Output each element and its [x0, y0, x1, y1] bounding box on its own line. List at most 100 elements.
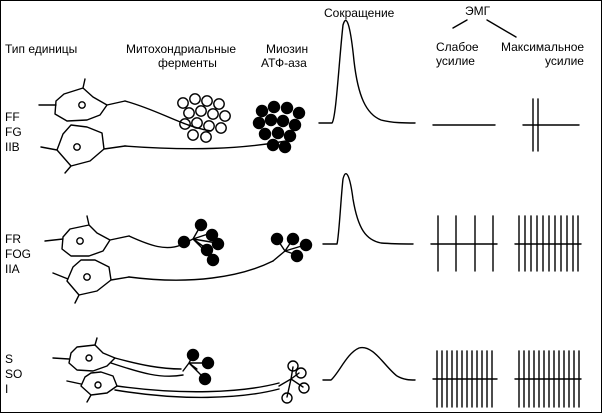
row3-label-i: I: [5, 382, 8, 396]
row2-label-iia: IIA: [5, 262, 20, 276]
row1-nucleus-a: [78, 101, 86, 109]
row2-twitch-curve: [322, 173, 414, 245]
row3-neuron-b: [66, 371, 118, 403]
mito-fiber-filled: [177, 235, 191, 249]
mito-fiber-filled: [186, 348, 200, 362]
row2-label-fr: FR: [5, 232, 21, 246]
header-myosin-line1: Миозин: [266, 42, 308, 56]
header-mito-line2: ферменты: [158, 56, 217, 70]
myosin-fiber-open: [298, 382, 310, 394]
header-myosin-line2: АТФ-аза: [261, 56, 307, 70]
row1-label-iib: IIB: [5, 140, 20, 154]
mito-fiber-open: [207, 108, 219, 120]
myosin-fiber-filled: [267, 100, 281, 114]
myosin-fiber-open: [295, 367, 307, 379]
row1-axon-a: [124, 100, 212, 132]
row3-label-so: SO: [5, 367, 22, 381]
row3-myosin-cluster: [281, 360, 310, 404]
myosin-fiber-open: [287, 360, 299, 372]
mito-fiber-open: [191, 117, 203, 129]
row2-motoneurons: [44, 215, 130, 304]
row2-myosin-cluster: [270, 232, 313, 263]
row2-axon-a: [128, 235, 182, 249]
row3-neuron-a: [52, 337, 116, 372]
mito-fiber-open: [189, 93, 201, 105]
row3-twitch-curve: [322, 346, 416, 381]
mito-fiber-open: [195, 105, 207, 117]
row1-emg-max: [522, 98, 580, 152]
row3-axon-a-upper: [114, 357, 182, 370]
row2-neuron-b: [52, 259, 130, 304]
myosin-fiber-open: [281, 392, 293, 404]
mito-fiber-open: [179, 118, 191, 130]
row3-axon-b-lower: [114, 388, 280, 399]
mito-fiber-open: [201, 95, 213, 107]
myosin-fiber-filled: [299, 238, 313, 252]
row1-neuron-a: [38, 78, 126, 122]
row1-nucleus-b: [73, 143, 81, 151]
myosin-fiber-filled: [290, 249, 304, 263]
mito-fiber-open: [187, 129, 199, 141]
row3-nucleus-a: [85, 354, 93, 362]
mito-fiber-filled: [206, 253, 220, 267]
myosin-fiber-filled: [286, 232, 300, 246]
row3-axon-b-upper: [116, 382, 280, 393]
row2-emg-weak: [430, 215, 498, 272]
myosin-fiber-filled: [271, 126, 285, 140]
myosin-fiber-filled: [266, 138, 280, 152]
myosin-fiber-filled: [255, 104, 269, 118]
row1-mito-cluster: [177, 93, 231, 143]
mito-fiber-filled: [194, 218, 208, 232]
row3-myosin-branches: [278, 366, 304, 398]
myosin-fiber-filled: [270, 232, 284, 246]
row2-axons: [128, 224, 306, 281]
myosin-fiber-filled: [283, 129, 297, 143]
mito-fiber-open: [183, 107, 195, 119]
row1-neuron-b: [40, 124, 126, 174]
row3-emg-max: [514, 350, 582, 408]
row3-motoneurons: [52, 337, 118, 403]
row2-emg-max: [514, 215, 582, 272]
header-weak-line2: усилие: [436, 54, 475, 68]
header-twitch: Сокращение: [324, 6, 395, 20]
myosin-fiber-filled: [292, 106, 306, 120]
header-max-line1: Максимальное: [501, 40, 584, 54]
header-mito-line1: Митохондриальные: [126, 42, 236, 56]
myosin-fiber-filled: [276, 114, 290, 128]
mito-fiber-filled: [211, 237, 225, 251]
mito-fiber-filled: [198, 372, 212, 386]
header-max-line2: усилие: [545, 54, 584, 68]
row3-axon-a-lower: [110, 362, 184, 377]
row3-label-s: S: [5, 352, 13, 366]
row2-label-fog: FOG: [5, 247, 31, 261]
row1-motoneurons: [38, 78, 126, 174]
myosin-fiber-filled: [280, 101, 294, 115]
row3-mito-cluster: [186, 348, 215, 386]
mito-fiber-open: [215, 122, 227, 134]
mito-fiber-open: [200, 131, 212, 143]
mito-fiber-filled: [201, 356, 215, 370]
row2-nucleus-a: [76, 237, 84, 245]
mito-fiber-open: [213, 98, 225, 110]
row2-mito-cluster: [177, 218, 225, 267]
header-emg: ЭМГ: [465, 4, 491, 18]
mito-fiber-open: [203, 120, 215, 132]
myosin-fiber-filled: [252, 116, 266, 130]
mito-fiber-filled: [200, 243, 214, 257]
row1-label-ff: FF: [5, 110, 20, 124]
header-weak-line1: Слабое: [436, 40, 479, 54]
myosin-fiber-filled: [288, 118, 302, 132]
row3-emg-weak: [432, 350, 498, 408]
myosin-fiber-filled: [258, 127, 272, 141]
row3-nucleus-b: [94, 381, 102, 389]
myosin-fiber-filled: [278, 140, 292, 154]
emg-bracket: [452, 19, 517, 38]
row2-nucleus-b: [83, 273, 91, 281]
row2-neuron-a: [44, 215, 130, 257]
row2-axon-b: [128, 260, 274, 281]
myosin-fiber-filled: [264, 113, 278, 127]
mito-fiber-open: [219, 110, 231, 122]
row1-myosin-cluster: [252, 100, 306, 154]
